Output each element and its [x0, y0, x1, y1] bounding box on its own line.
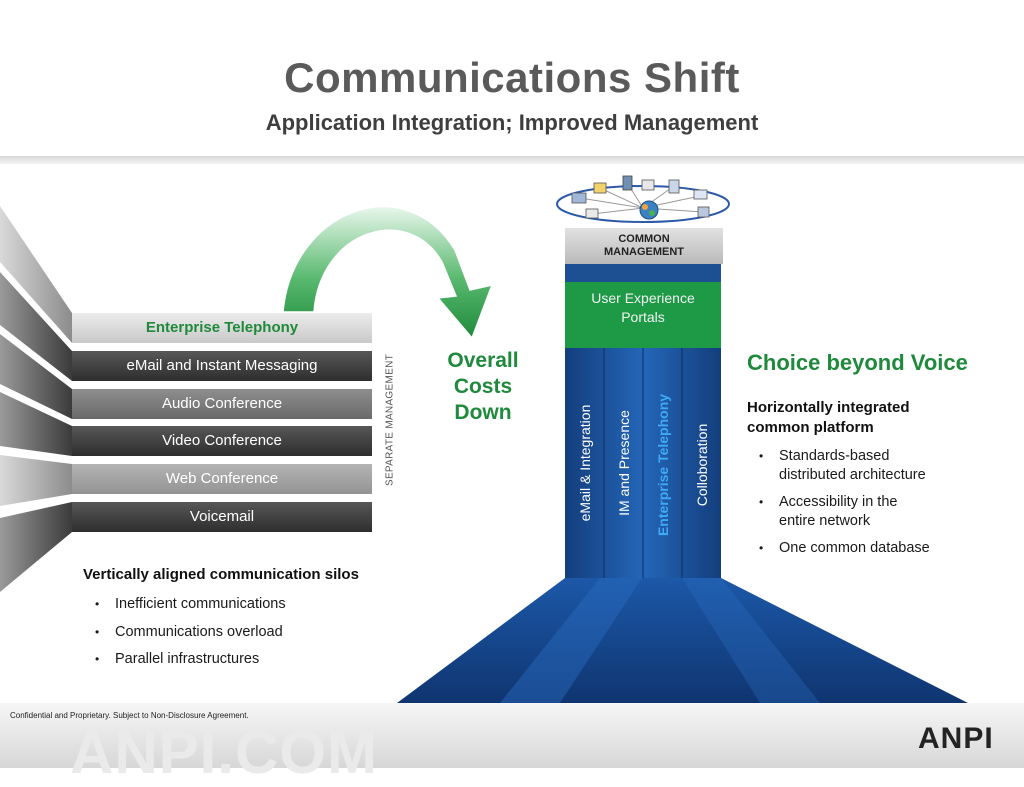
watermark: ANPI.COM [70, 719, 378, 786]
bullet-line: Standards-based [779, 448, 890, 464]
silo-enterprise-telephony: Enterprise Telephony [72, 313, 372, 343]
list-item: • Communications overload [95, 623, 415, 641]
header-divider [0, 156, 1024, 164]
stack-column-label: eMail & Integration [577, 404, 593, 522]
platform-subheading: Horizontally integrated common platform [747, 398, 1007, 438]
silo-video-conference: Video Conference [72, 426, 372, 456]
list-item: • Parallel infrastructures [95, 650, 415, 668]
stack-top-band [565, 264, 721, 282]
platform-bullets: • Standards-based distributed architectu… [759, 447, 1009, 566]
choice-heading: Choice beyond Voice [747, 350, 968, 375]
silo-web-conference: Web Conference [72, 464, 372, 494]
list-item: • Standards-based distributed architectu… [759, 447, 1009, 485]
diagram-graphics [0, 175, 1011, 730]
list-item: • Accessibility in the entire network [759, 493, 1009, 531]
bullet-line: Accessibility in the [779, 494, 898, 510]
page-subtitle: Application Integration; Improved Manage… [265, 110, 759, 135]
stack-column-label: IM and Presence [616, 410, 632, 516]
bullet-line: One common database [779, 540, 930, 556]
bullet-line: distributed architecture [779, 467, 926, 483]
portals-line-1: User Experience [591, 290, 695, 306]
anpi-logo: ANPI [918, 722, 994, 755]
bullet-icon: • [759, 495, 764, 509]
platform-line-1: Horizontally integrated [747, 399, 910, 416]
silo-audio-conference: Audio Conference [72, 389, 372, 419]
portals-line-2: Portals [621, 309, 665, 325]
stack-column-label: Enterprise Telephony [655, 393, 671, 537]
user-experience-portals: User Experience Portals [565, 282, 721, 348]
confidential-notice: Confidential and Proprietary. Subject to… [10, 711, 249, 720]
costs-line-2: Costs [453, 375, 513, 398]
silo-email-im: eMail and Instant Messaging [72, 351, 372, 381]
footer-band [0, 703, 1024, 768]
platform-line-2: common platform [747, 419, 874, 436]
page-title: Communications Shift [284, 54, 740, 101]
funnel-base [397, 578, 968, 703]
curved-arrow-icon [282, 206, 494, 340]
separate-management-text: SEPARATE MANAGEMENT [384, 353, 396, 487]
bullet-text: Communications overload [115, 623, 283, 640]
common-management-line-1: COMMON [618, 233, 670, 245]
costs-line-1: Overall [447, 349, 519, 372]
bullet-text: Parallel infrastructures [115, 651, 260, 667]
common-management-line-2: MANAGEMENT [603, 246, 685, 258]
stack-column-label: Colloboration [694, 423, 710, 507]
list-item: • Inefficient communications [95, 595, 415, 613]
bullet-text: Inefficient communications [115, 596, 286, 612]
silos-bullets: • Inefficient communications • Communica… [95, 595, 415, 678]
bullet-icon: • [95, 597, 100, 611]
bullet-line: entire network [779, 513, 871, 529]
network-globe-icon [556, 175, 730, 223]
silo-voicemail: Voicemail [72, 502, 372, 532]
bullet-icon: • [759, 449, 764, 463]
silos-heading: Vertically aligned communication silos [83, 566, 359, 583]
list-item: • One common database [759, 539, 1009, 558]
costs-down-callout: Overall Costs Down [430, 348, 536, 426]
costs-line-3: Down [454, 401, 512, 424]
bullet-icon: • [95, 652, 100, 666]
bullet-icon: • [759, 541, 764, 555]
bullet-icon: • [95, 624, 100, 639]
silo-perspective-fins [0, 206, 72, 592]
common-management-box: COMMON MANAGEMENT [565, 228, 723, 264]
